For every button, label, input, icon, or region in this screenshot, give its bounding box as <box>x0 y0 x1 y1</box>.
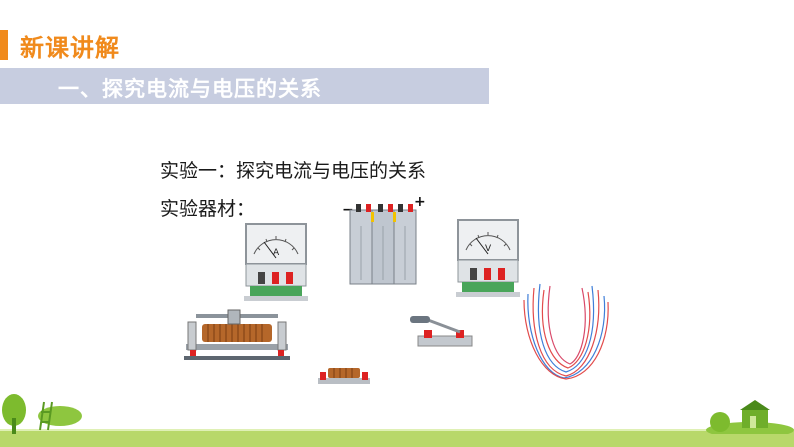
ammeter-icon: A <box>244 223 308 301</box>
rheostat-icon <box>184 309 290 360</box>
page-subtitle: 一、探究电流与电压的关系 <box>58 77 322 101</box>
footer-grass-strip <box>0 431 794 447</box>
materials-label: 实验器材： <box>160 198 256 220</box>
ammeter-symbol: A <box>273 248 280 258</box>
section-title: 新课讲解 <box>20 34 120 62</box>
switch-icon <box>410 316 473 347</box>
footer-highlight-line <box>0 429 794 431</box>
battery-pack-icon: − + <box>342 196 426 285</box>
resistor-icon <box>318 368 370 384</box>
tree-decoration-icon <box>2 394 82 434</box>
section-accent-bar <box>0 30 8 60</box>
voltmeter-icon: V <box>456 219 520 297</box>
experiment-title: 实验一：探究电流与电压的关系 <box>160 160 427 182</box>
wires-icon <box>523 283 609 380</box>
voltmeter-symbol: V <box>485 244 492 254</box>
svg-text:+: + <box>414 196 426 210</box>
subtitle-bar <box>0 68 489 104</box>
house-decoration-icon <box>706 400 794 434</box>
svg-text:−: − <box>342 202 354 218</box>
